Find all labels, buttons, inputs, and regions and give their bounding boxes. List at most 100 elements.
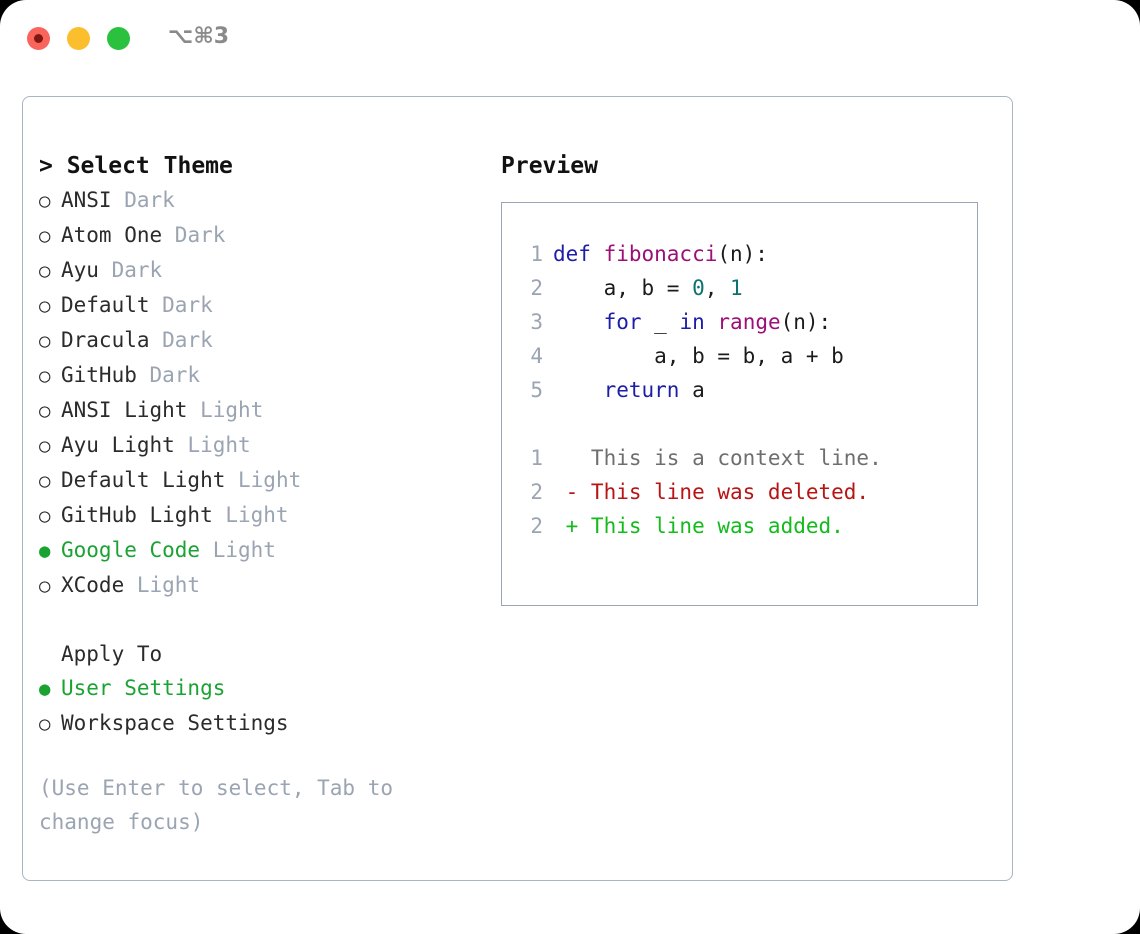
- theme-option-name: Ayu: [61, 258, 99, 282]
- theme-option-name: Ayu Light: [61, 433, 175, 457]
- code-token: a, b = b, a + b: [553, 344, 844, 368]
- theme-option-kind: Light: [174, 433, 251, 457]
- radio-selected-icon: ●: [39, 678, 51, 700]
- code-line-row: 4 a, b = b, a + b: [502, 339, 977, 373]
- theme-option-kind: Light: [200, 538, 276, 562]
- code-token: def: [553, 242, 604, 266]
- apply-to-option-row[interactable]: ○ Workspace Settings: [39, 706, 479, 741]
- theme-option-kind: Light: [212, 503, 289, 527]
- code-token: 0: [692, 276, 705, 300]
- code-line-row: 2 a, b = 0, 1: [502, 271, 977, 305]
- theme-option-name: XCode: [61, 573, 125, 597]
- code-line-text: + This line was added.: [543, 514, 844, 538]
- keyboard-shortcut-label: ⌥⌘3: [168, 24, 230, 49]
- line-number: 2: [530, 276, 543, 300]
- theme-option-row[interactable]: ○Atom One Dark: [39, 218, 479, 253]
- code-token: [553, 310, 604, 334]
- apply-to-option-row[interactable]: ●User Settings: [39, 671, 479, 706]
- theme-option-kind: Light: [187, 398, 264, 422]
- theme-option-row[interactable]: ○ANSI Light Light: [39, 393, 479, 428]
- code-token: a: [679, 378, 705, 402]
- main-content-panel: > Select Theme ○ANSI Dark○Atom One Dark○…: [22, 96, 1013, 881]
- code-token: a, b =: [553, 276, 693, 300]
- code-line-text: return a: [543, 378, 705, 402]
- keyboard-hint-text: (Use Enter to select, Tab to change focu…: [39, 776, 394, 834]
- code-token: - This line was deleted.: [553, 480, 870, 504]
- diff-line-row: 2 + This line was added.: [502, 509, 977, 543]
- theme-option-name: GitHub Light: [61, 503, 213, 527]
- code-token: for: [603, 310, 642, 334]
- code-line-row: 3 for _ in range(n):: [502, 305, 977, 339]
- theme-option-kind: Dark: [136, 363, 201, 387]
- theme-option-list: ○ANSI Dark○Atom One Dark○Ayu Dark○Defaul…: [39, 183, 479, 603]
- code-token: [705, 310, 718, 334]
- theme-option-name: ANSI Light: [61, 398, 188, 422]
- code-token: [553, 378, 604, 402]
- code-token: in: [679, 310, 705, 334]
- diff-sample-block: 1 This is a context line.2 - This line w…: [502, 441, 977, 543]
- theme-option-row[interactable]: ○ Dracula Dark: [39, 323, 479, 358]
- theme-option-kind: Dark: [149, 328, 213, 352]
- code-line-text: def fibonacci(n):: [543, 242, 768, 266]
- line-number: 5: [530, 378, 543, 402]
- code-token: fibonacci: [603, 242, 718, 266]
- select-theme-heading: > Select Theme: [39, 153, 233, 179]
- preview-heading: Preview: [501, 153, 598, 179]
- radio-unselected-icon: ○: [39, 330, 51, 352]
- apply-to-option-list: ●User Settings ○ Workspace Settings: [39, 671, 479, 741]
- theme-option-name: Default: [61, 293, 150, 317]
- line-number: 3: [530, 310, 543, 334]
- theme-option-kind: Light: [124, 573, 201, 597]
- theme-option-kind: Dark: [111, 188, 175, 212]
- theme-option-name: Atom One: [61, 223, 163, 247]
- theme-option-row[interactable]: ●Google Code Light: [39, 533, 479, 568]
- code-line-text: This is a context line.: [543, 446, 882, 470]
- code-token: (n):: [780, 310, 832, 334]
- code-token: 1: [730, 276, 743, 300]
- radio-unselected-icon: ○: [39, 190, 51, 212]
- code-line-text: for _ in range(n):: [543, 310, 832, 334]
- apply-to-option-name: Workspace Settings: [61, 711, 289, 735]
- code-token: ,: [704, 276, 731, 300]
- theme-option-name: Default Light: [61, 468, 226, 492]
- theme-option-row[interactable]: ○Default Light Light: [39, 463, 479, 498]
- theme-option-row[interactable]: ○GitHub Dark: [39, 358, 479, 393]
- close-icon: [34, 34, 43, 43]
- radio-unselected-icon: ○: [39, 260, 51, 282]
- theme-option-name: GitHub: [61, 363, 137, 387]
- theme-option-row[interactable]: ○ANSI Dark: [39, 183, 479, 218]
- theme-option-row[interactable]: ○ Ayu Dark: [39, 253, 479, 288]
- code-token: range: [717, 310, 781, 334]
- theme-option-row[interactable]: ○ Default Dark: [39, 288, 479, 323]
- diff-line-row: 1 This is a context line.: [502, 441, 977, 475]
- line-number: 2: [530, 514, 543, 538]
- apply-to-heading: Apply To: [61, 642, 163, 666]
- theme-option-row[interactable]: ○ XCode Light: [39, 568, 479, 603]
- theme-option-kind: Dark: [149, 293, 213, 317]
- code-line-text: a, b = 0, 1: [543, 276, 743, 300]
- theme-option-name: Google Code: [61, 538, 201, 562]
- code-line-text: - This line was deleted.: [543, 480, 869, 504]
- theme-option-name: Dracula: [61, 328, 150, 352]
- theme-option-kind: Dark: [98, 258, 163, 282]
- line-number: 4: [530, 344, 543, 368]
- radio-unselected-icon: ○: [39, 225, 51, 247]
- radio-unselected-icon: ○: [39, 295, 51, 317]
- minimize-window-button[interactable]: [67, 27, 90, 50]
- radio-unselected-icon: ○: [39, 435, 51, 457]
- code-token: _: [641, 310, 680, 334]
- diff-line-row: 2 - This line was deleted.: [502, 475, 977, 509]
- code-line-text: a, b = b, a + b: [543, 344, 844, 368]
- radio-unselected-icon: ○: [39, 505, 51, 527]
- radio-unselected-icon: ○: [39, 713, 51, 735]
- radio-unselected-icon: ○: [39, 575, 51, 597]
- theme-option-row[interactable]: ○ GitHub Light Light: [39, 498, 479, 533]
- maximize-window-button[interactable]: [107, 27, 130, 50]
- radio-unselected-icon: ○: [39, 470, 51, 492]
- theme-option-row[interactable]: ○ Ayu Light Light: [39, 428, 479, 463]
- code-token: This is a context line.: [553, 446, 882, 470]
